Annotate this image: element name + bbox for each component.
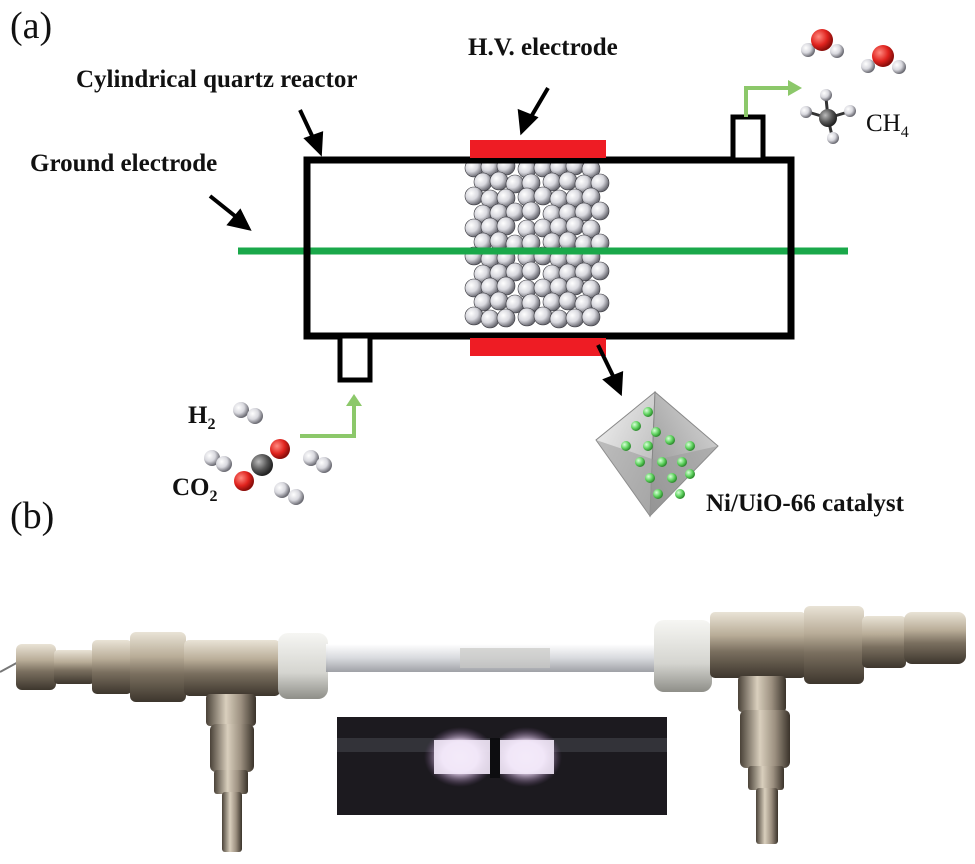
molecule-co2-icon: [234, 439, 290, 491]
catalyst-sphere: [517, 307, 537, 327]
catalyst-label: Ni/UiO-66 catalyst: [706, 490, 904, 517]
catalyst-sphere: [464, 306, 484, 326]
reactor-label: Cylindrical quartz reactor: [76, 66, 358, 93]
catalyst-sphere: [489, 291, 509, 311]
catalyst-bed: [464, 156, 610, 329]
ground-electrode-label: Ground electrode: [30, 150, 218, 177]
pointer-arrows: [208, 86, 624, 397]
panel-label-a: (a): [10, 5, 53, 47]
ni-particle: [665, 435, 675, 445]
hv-electrode-top: [470, 140, 606, 158]
catalyst-sphere: [565, 308, 585, 328]
catalyst-sphere: [489, 171, 509, 191]
ni-particle: [685, 469, 695, 479]
catalyst-sphere: [558, 291, 578, 311]
octahedron-catalyst-icon: [595, 390, 719, 518]
ni-particle: [667, 473, 677, 483]
ni-particle: [643, 441, 653, 451]
catalyst-sphere: [533, 186, 553, 206]
catalyst-sphere: [590, 293, 610, 313]
ni-particle: [675, 489, 685, 499]
catalyst-sphere: [590, 173, 610, 193]
ni-particle: [677, 457, 687, 467]
catalyst-sphere: [521, 261, 541, 281]
hv-electrode-label: H.V. electrode: [468, 34, 618, 61]
panel-label-b: (b): [10, 495, 55, 537]
ni-particle: [631, 421, 641, 431]
catalyst-sphere: [533, 306, 553, 326]
catalyst-sphere: [581, 307, 601, 327]
catalyst-sphere: [590, 201, 610, 221]
molecule-h2o-icon: [801, 29, 906, 74]
ni-particle: [651, 427, 661, 437]
hv-electrode-bottom: [470, 338, 606, 356]
molecule-ch4-icon: [800, 89, 856, 144]
flow-arrows: [300, 86, 790, 438]
outlet-tube: [730, 114, 766, 163]
co2-label: CO2: [172, 474, 218, 505]
molecule-h2-icon: [204, 402, 332, 505]
catalyst-sphere: [521, 201, 541, 221]
ni-particle: [635, 457, 645, 467]
catalyst-sphere: [480, 309, 500, 329]
catalyst-sphere: [496, 308, 516, 328]
ni-particle: [645, 473, 655, 483]
ni-particle: [653, 489, 663, 499]
catalyst-sphere: [558, 231, 578, 251]
catalyst-sphere: [549, 309, 569, 329]
catalyst-sphere: [558, 171, 578, 191]
catalyst-sphere: [489, 231, 509, 251]
inlet-tube: [337, 333, 373, 383]
ni-particle: [643, 407, 653, 417]
catalyst-sphere: [464, 186, 484, 206]
ni-particle: [657, 457, 667, 467]
ch4-label: CH4: [866, 110, 909, 141]
h2-label: H2: [188, 402, 216, 433]
quartz-reactor-body: [303, 156, 795, 340]
ni-particle: [621, 441, 631, 451]
catalyst-sphere: [590, 261, 610, 281]
ni-particle: [685, 441, 695, 451]
